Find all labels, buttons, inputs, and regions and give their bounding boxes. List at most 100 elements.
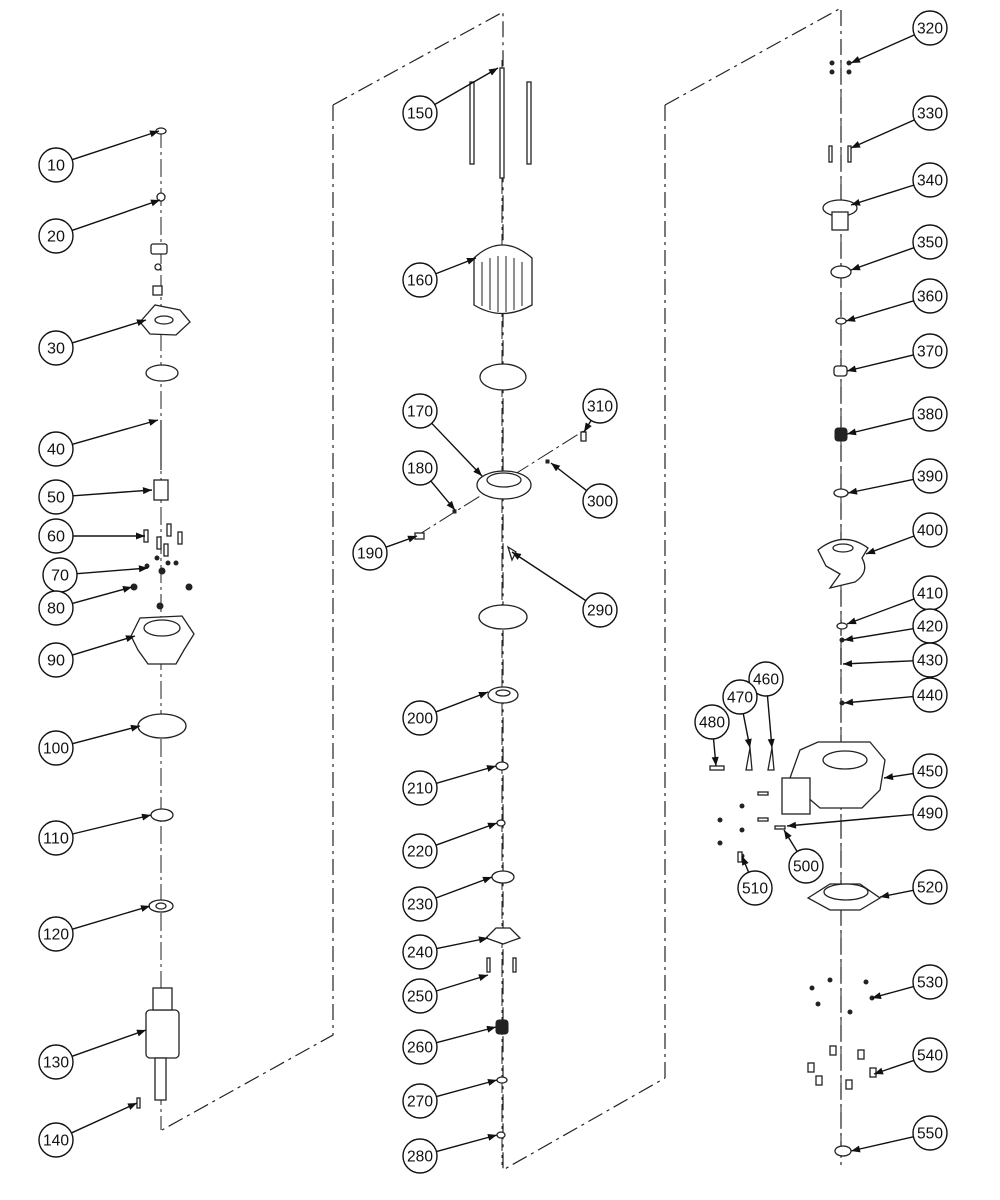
callout-40: 40 — [38, 419, 159, 467]
callout-balloon-510 — [737, 870, 773, 906]
screws-540-drawing — [807, 1045, 877, 1090]
oring-230-drawing — [491, 870, 515, 884]
leader-arrow-30 — [136, 319, 146, 327]
callout-balloon-220 — [402, 833, 438, 869]
pin-330-a — [828, 145, 833, 163]
leader-line-90 — [72, 635, 136, 656]
callout-60: 60 — [38, 518, 145, 554]
callout-balloon-550 — [912, 1115, 948, 1151]
callout-label-270: 270 — [407, 1094, 433, 1111]
impeller-400-drawing — [817, 538, 869, 590]
pin-330-b — [847, 145, 852, 163]
rod-150-b — [499, 67, 505, 179]
part-290-drawing — [506, 545, 517, 562]
callout-balloon-210 — [402, 770, 438, 806]
callout-balloon-270 — [402, 1083, 438, 1119]
leader-line-80 — [72, 586, 133, 605]
screws-60-drawing — [143, 523, 183, 557]
parts-right-column — [709, 60, 886, 1157]
leader-arrow-190 — [407, 535, 417, 543]
callout-100: 100 — [38, 724, 141, 766]
callout-label-260: 260 — [407, 1040, 433, 1057]
callout-550: 550 — [850, 1115, 948, 1153]
leader-arrow-120 — [140, 905, 150, 912]
callout-240: 240 — [402, 934, 489, 970]
callout-label-90: 90 — [47, 653, 65, 670]
callout-label-30: 30 — [47, 341, 65, 358]
callout-balloon-280 — [402, 1138, 438, 1174]
leader-line-220 — [435, 822, 498, 846]
leader-arrow-300 — [551, 463, 561, 472]
leader-arrow-350 — [851, 263, 861, 271]
callout-label-210: 210 — [407, 781, 433, 798]
leader-line-270 — [436, 1079, 498, 1098]
callout-label-300: 300 — [587, 494, 613, 511]
part-90-bore — [143, 619, 181, 637]
leader-arrow-550 — [851, 1145, 861, 1153]
callout-500: 500 — [783, 829, 824, 884]
callout-label-520: 520 — [917, 880, 943, 897]
leader-arrow-490 — [787, 821, 797, 829]
callout-200: 200 — [402, 691, 489, 736]
callout-300: 300 — [550, 462, 618, 519]
part-170-inner — [486, 472, 522, 488]
part-240-drawing — [484, 927, 522, 945]
leader-line-10 — [71, 130, 160, 161]
leader-line-410 — [846, 598, 915, 625]
leader-line-170 — [431, 422, 483, 477]
balls-70-80-drawing — [130, 555, 193, 591]
callout-30: 30 — [38, 319, 147, 366]
callout-balloon-50 — [38, 479, 74, 515]
part-bushing-drawing — [152, 285, 163, 296]
callout-label-180: 180 — [407, 461, 433, 478]
key-140-drawing — [136, 1097, 141, 1109]
callout-120: 120 — [38, 905, 151, 952]
leader-line-130 — [71, 1029, 147, 1057]
ring-220-drawing — [496, 819, 506, 827]
leader-line-280 — [436, 1134, 498, 1153]
leader-line-140 — [71, 1102, 138, 1134]
callout-balloon-350 — [912, 224, 948, 260]
part-300-drawing — [545, 459, 550, 464]
bearing-120-inner — [155, 902, 167, 910]
callout-balloon-480 — [694, 704, 730, 740]
callout-balloon-80 — [38, 590, 74, 626]
callout-balloon-110 — [38, 820, 74, 856]
callout-balloon-260 — [402, 1029, 438, 1065]
callout-label-360: 360 — [917, 289, 943, 306]
ring-360-drawing — [835, 317, 847, 325]
part-380-drawing — [834, 427, 848, 442]
leader-line-100 — [72, 725, 141, 745]
leader-line-490 — [786, 813, 914, 827]
leader-arrow-230 — [482, 876, 492, 884]
callout-balloon-520 — [912, 869, 948, 905]
callout-label-450: 450 — [917, 764, 943, 781]
leader-arrow-130 — [136, 1029, 146, 1037]
callout-160: 160 — [402, 257, 477, 298]
leader-arrow-160 — [466, 258, 476, 265]
callout-10: 10 — [38, 130, 160, 183]
part-420-drawing — [839, 637, 845, 643]
callout-label-100: 100 — [43, 741, 69, 758]
callout-layer: 1020304050607080901001101201301401501601… — [38, 10, 948, 1174]
part-260-drawing — [495, 1019, 509, 1035]
stator-160-drawing — [473, 244, 533, 315]
callout-label-350: 350 — [917, 235, 943, 252]
leader-line-380 — [846, 417, 914, 435]
rotor-130-shaft — [154, 1057, 167, 1101]
part-310-drawing — [580, 431, 587, 442]
callout-balloon-140 — [38, 1122, 74, 1158]
callout-balloon-370 — [912, 333, 948, 369]
callout-label-330: 330 — [917, 106, 943, 123]
ring-210-drawing — [495, 761, 509, 771]
part-30-hub — [154, 315, 174, 325]
callout-label-470: 470 — [727, 690, 753, 707]
leader-arrow-250 — [478, 974, 488, 981]
callout-balloon-440 — [912, 677, 948, 713]
callout-balloon-200 — [402, 700, 438, 736]
leader-arrow-200 — [478, 691, 488, 699]
leader-arrow-20 — [150, 199, 160, 207]
leader-arrow-530 — [872, 992, 882, 999]
rotor-130-top — [152, 987, 173, 1011]
callout-label-540: 540 — [917, 1048, 943, 1065]
